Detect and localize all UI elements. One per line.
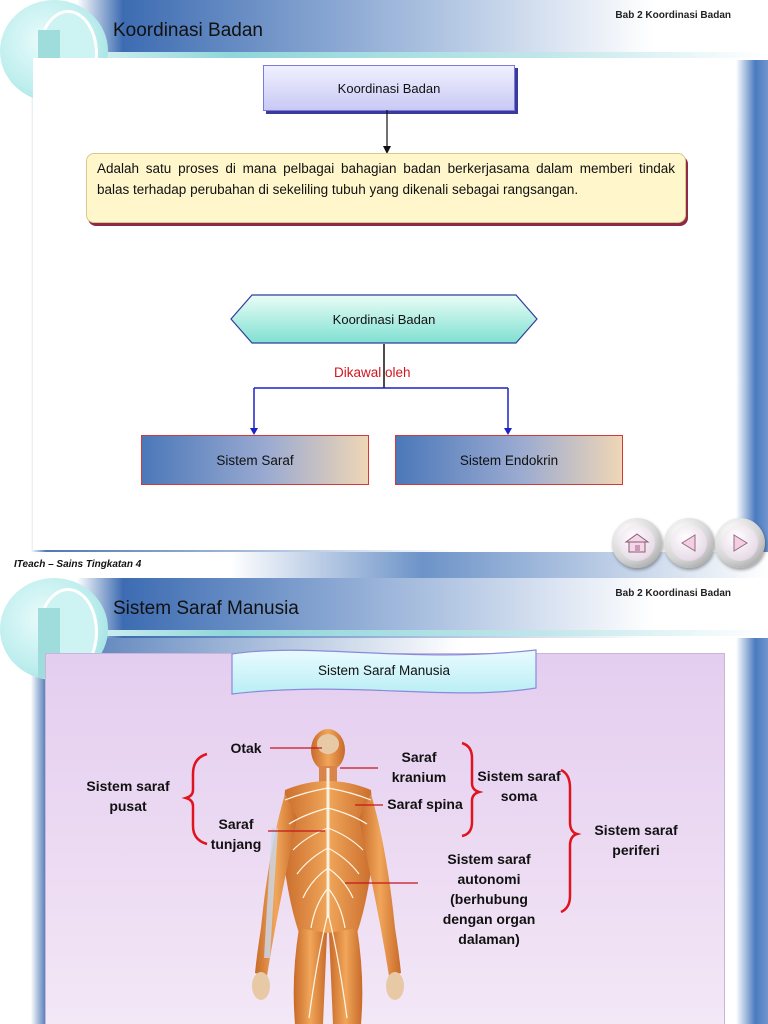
- label-peripheral-nervous-system: Sistem saraf periferi: [594, 822, 678, 858]
- home-icon: [624, 533, 650, 553]
- hexagon-label: Koordinasi Badan: [332, 311, 436, 327]
- home-button[interactable]: [612, 518, 662, 568]
- controlled-by-label: Dikawal oleh: [334, 365, 411, 380]
- slide-sistem-saraf-manusia: Sistem Saraf Manusia Bab 2 Koordinasi Ba…: [0, 578, 768, 1024]
- next-icon: [733, 534, 748, 552]
- previous-icon: [681, 534, 696, 552]
- banner-label: Sistem Saraf Manusia: [317, 662, 451, 678]
- definition-box: Adalah satu proses di mana pelbagai baha…: [86, 153, 686, 223]
- top-concept-box: Koordinasi Badan: [263, 65, 515, 111]
- label-somatic-nervous-system: Sistem saraf soma: [477, 768, 561, 804]
- slide-title: Sistem Saraf Manusia: [113, 598, 299, 619]
- endocrine-system-box: Sistem Endokrin: [395, 435, 623, 485]
- label-central-nervous-system: Sistem saraf pusat: [86, 778, 170, 814]
- slide-title: Koordinasi Badan: [113, 20, 263, 41]
- previous-button[interactable]: [664, 518, 714, 568]
- hexagon-shape: [230, 294, 538, 344]
- footer-text: ITeach – Sains Tingkatan 4: [14, 559, 142, 570]
- label-spinal-cord: Saraf tunjang: [210, 816, 262, 852]
- human-body-nervous-system-image: [252, 729, 404, 1024]
- wavy-banner-shape: [231, 649, 537, 695]
- slide-koordinasi-badan: Koordinasi Badan Bab 2 Koordinasi Badan …: [0, 0, 768, 578]
- header-band: [0, 578, 768, 638]
- label-brain: Otak: [230, 740, 262, 756]
- label-cranial-nerve: Saraf kranium: [391, 749, 447, 785]
- label-spinal-nerve: Saraf spina: [387, 796, 463, 812]
- next-button[interactable]: [715, 518, 765, 568]
- chapter-label: Bab 2 Koordinasi Badan: [615, 588, 731, 599]
- header-band: [0, 0, 768, 60]
- diagram-panel: [45, 653, 725, 1024]
- label-autonomic-nervous-system: Sistem saraf autonomi (berhubung dengan …: [442, 851, 536, 947]
- chapter-label: Bab 2 Koordinasi Badan: [615, 10, 731, 21]
- connector-lines: [250, 110, 512, 435]
- nervous-system-box: Sistem Saraf: [141, 435, 369, 485]
- label-pointers-and-braces: [181, 741, 582, 914]
